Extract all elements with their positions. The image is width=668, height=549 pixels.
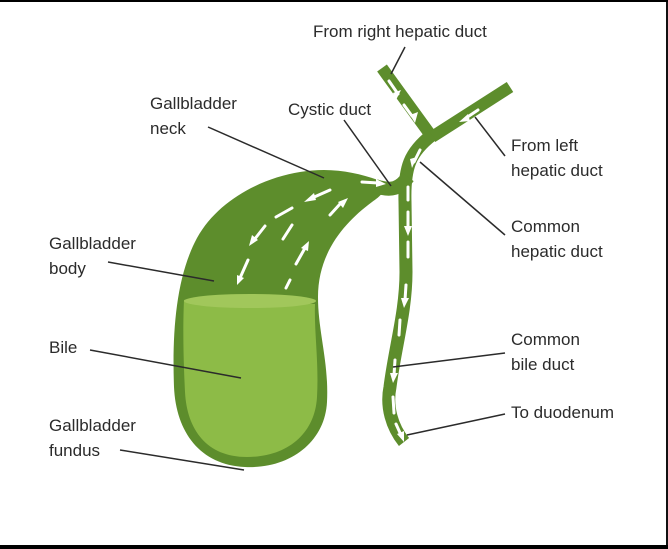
leader-common-hepatic xyxy=(419,161,506,236)
leader-gb-fundus xyxy=(119,449,245,471)
cystic-duct xyxy=(372,172,414,196)
leader-bile xyxy=(89,349,242,379)
left-hepatic-duct xyxy=(428,81,514,143)
leader-gb-neck xyxy=(207,126,325,179)
label-to-duodenum: To duodenum xyxy=(511,403,615,422)
label-common-hepatic-duct-line1: Common xyxy=(511,217,580,236)
label-gallbladder-body-line1: Gallbladder xyxy=(49,234,136,253)
leader-cystic xyxy=(343,119,392,187)
leader-left-hepatic xyxy=(474,116,506,157)
label-gallbladder-body-line2: body xyxy=(49,259,86,278)
label-gallbladder-neck-line2: neck xyxy=(150,119,186,138)
leader-duodenum xyxy=(406,413,506,436)
leader-gb-body xyxy=(107,261,215,282)
label-left-hepatic-duct-line2: hepatic duct xyxy=(511,161,603,180)
label-gallbladder-neck: Gallbladder neck xyxy=(150,91,237,141)
flow-arrows xyxy=(237,79,480,442)
label-bile: Bile xyxy=(49,338,78,357)
label-common-hepatic-duct-line2: hepatic duct xyxy=(511,242,603,261)
label-common-bile-duct-line1: Common xyxy=(511,330,580,349)
label-common-hepatic-duct: Common hepatic duct xyxy=(511,214,603,264)
label-gallbladder-fundus-line2: fundus xyxy=(49,441,101,460)
leader-lines xyxy=(89,46,506,471)
bile-fill xyxy=(183,300,318,457)
label-gallbladder-fundus: Gallbladder fundus xyxy=(49,413,136,463)
label-right-hepatic-duct: From right hepatic duct xyxy=(313,22,487,41)
label-common-bile-duct: Common bile duct xyxy=(511,327,580,377)
label-gallbladder-fundus-line1: Gallbladder xyxy=(49,416,136,435)
label-left-hepatic-duct-line1: From left xyxy=(511,136,579,155)
bile-surface xyxy=(184,294,316,308)
leader-common-bile xyxy=(392,352,506,368)
leader-right-hepatic xyxy=(390,46,406,75)
label-common-bile-duct-line2: bile duct xyxy=(511,355,575,374)
common-bile-duct xyxy=(382,129,437,447)
right-hepatic-duct xyxy=(377,64,437,141)
label-cystic-duct: Cystic duct xyxy=(288,100,372,119)
label-gallbladder-body: Gallbladder body xyxy=(49,231,136,281)
label-left-hepatic-duct: From left hepatic duct xyxy=(511,133,603,183)
label-gallbladder-neck-line1: Gallbladder xyxy=(150,94,237,113)
